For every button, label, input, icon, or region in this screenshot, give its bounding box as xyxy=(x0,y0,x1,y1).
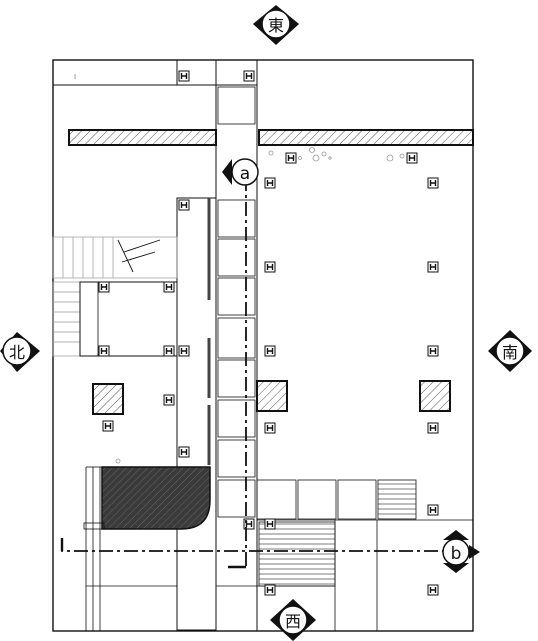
h-column-icon xyxy=(264,518,276,530)
column-markers xyxy=(98,70,439,596)
section-cut-icon xyxy=(222,159,232,185)
h-column-icon xyxy=(264,261,276,273)
h-column-icon xyxy=(163,281,175,293)
h-column-icon xyxy=(98,345,110,357)
left-narrow-strip xyxy=(83,466,105,631)
h-column-icon xyxy=(264,584,276,596)
compass-label-east: 東 xyxy=(268,16,284,35)
compass-west[interactable]: 西 xyxy=(270,599,316,641)
stair-diagonal xyxy=(117,239,161,273)
square-column-2 xyxy=(256,380,288,412)
h-column-icon xyxy=(427,584,439,596)
inner-room-frame xyxy=(97,281,178,357)
h-column-icon xyxy=(178,199,190,211)
h-column-icon xyxy=(178,446,190,458)
h-column-icon xyxy=(285,152,297,164)
compass-south[interactable]: 南 xyxy=(488,330,532,372)
square-column-3 xyxy=(419,380,451,412)
section-label-a: a xyxy=(240,164,250,184)
section-marker-a[interactable]: a xyxy=(222,158,259,186)
h-column-icon xyxy=(427,422,439,434)
h-column-icon xyxy=(264,422,276,434)
hatched-beam-right xyxy=(258,129,474,146)
square-column-1 xyxy=(92,383,124,415)
staircase xyxy=(52,236,178,357)
h-column-icon xyxy=(427,261,439,273)
h-column-icon xyxy=(178,345,190,357)
compass-label-west: 西 xyxy=(285,612,301,631)
h-column-icon xyxy=(163,394,175,406)
inner-room xyxy=(79,281,178,357)
h-column-icon xyxy=(98,281,110,293)
hatched-beam-left xyxy=(68,129,217,146)
section-marker-b[interactable]: b xyxy=(442,530,480,573)
left-structure xyxy=(176,197,217,631)
h-column-icon xyxy=(427,345,439,357)
h-column-icon xyxy=(243,70,255,82)
section-line-a xyxy=(228,177,247,568)
h-column-icon xyxy=(264,177,276,189)
h-column-icon xyxy=(427,504,439,516)
compass-east[interactable]: 東 xyxy=(253,5,299,45)
h-column-icon xyxy=(406,152,418,164)
fixture-circles xyxy=(115,147,405,464)
dark-area-lines xyxy=(102,500,202,528)
h-column-icon xyxy=(163,345,175,357)
corridor-grid xyxy=(217,86,256,518)
h-column-icon xyxy=(243,518,255,530)
small-mark: I xyxy=(74,73,76,81)
h-column-icon xyxy=(264,345,276,357)
lower-stair-hatch xyxy=(258,521,336,587)
h-column-icon xyxy=(178,70,190,82)
compass-north[interactable]: 北 xyxy=(0,332,40,372)
h-column-icon xyxy=(427,177,439,189)
h-column-icon xyxy=(102,420,114,432)
compass-label-south: 南 xyxy=(502,343,518,362)
compass-label-north: 北 xyxy=(9,343,25,362)
section-label-b: b xyxy=(451,544,462,564)
